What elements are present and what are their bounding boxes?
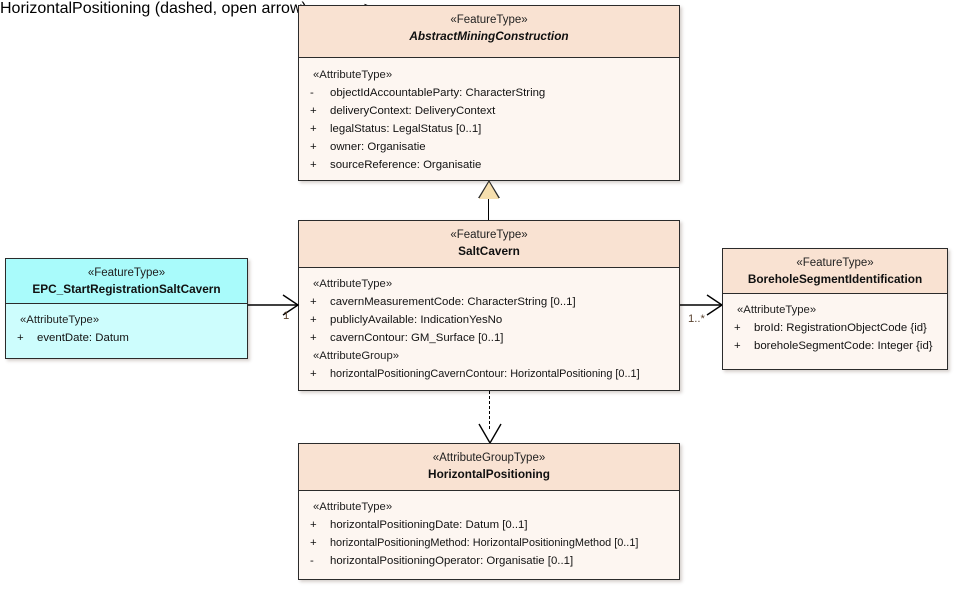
attribute-label: legalStatus: LegalStatus [0..1] [330,123,482,135]
class-stereotype: «AttributeGroupType» [432,452,546,464]
class-box-horizontal-positioning[interactable]: «AttributeGroupType» HorizontalPositioni… [298,443,680,580]
class-attributes-compartment: «AttributeType» + eventDate: Datum [6,304,247,353]
attribute-row[interactable]: - horizontalPositioningOperator: Organis… [304,552,674,570]
attribute-label: deliveryContext: DeliveryContext [330,105,496,117]
class-box-salt-cavern[interactable]: «FeatureType» SaltCavern «AttributeType»… [298,220,680,391]
visibility-marker: - [310,555,314,567]
attribute-group-stereotype: «AttributeGroup» [313,350,400,362]
class-header-horizontal-positioning: «AttributeGroupType» HorizontalPositioni… [299,444,679,491]
visibility-marker: + [17,332,24,344]
visibility-marker: + [734,340,741,352]
attribute-row[interactable]: + eventDate: Datum [11,329,242,347]
class-header-salt-cavern: «FeatureType» SaltCavern [299,221,679,268]
visibility-marker: + [310,537,317,549]
visibility-marker: + [310,105,317,117]
visibility-marker: + [310,296,317,308]
attribute-row[interactable]: - objectIdAccountableParty: CharacterStr… [304,84,674,102]
class-stereotype: «FeatureType» [796,257,874,269]
visibility-marker: + [734,322,741,334]
class-attributes-compartment: «AttributeType» - objectIdAccountablePar… [299,58,679,180]
attribute-row[interactable]: + broId: RegistrationObjectCode {id} [728,319,942,337]
generalization-connector-line [488,198,490,221]
attribute-row[interactable]: + deliveryContext: DeliveryContext [304,102,674,120]
class-name: AbstractMiningConstruction [409,29,569,43]
class-name: EPC_StartRegistrationSaltCavern [32,282,221,296]
attribute-row[interactable]: + publiclyAvailable: IndicationYesNo [304,311,674,329]
attribute-label: horizontalPositioningCavernContour: Hori… [330,368,640,380]
class-stereotype: «FeatureType» [87,267,166,279]
attribute-label: horizontalPositioningDate: Datum [0..1] [330,519,528,531]
visibility-marker: + [310,332,317,344]
class-name: HorizontalPositioning [428,467,550,481]
attribute-label: publiclyAvailable: IndicationYesNo [330,314,503,326]
class-attributes-compartment: «AttributeType» + broId: RegistrationObj… [723,294,947,361]
visibility-marker: + [310,519,317,531]
generalization-arrowhead [479,182,499,199]
visibility-marker: - [310,87,314,99]
class-header-epc-start-registration-salt-cavern: «FeatureType» EPC_StartRegistrationSaltC… [6,259,247,304]
class-stereotype: «FeatureType» [450,14,528,26]
attribute-row[interactable]: + boreholeSegmentCode: Integer {id} [728,337,942,355]
visibility-marker: + [310,314,317,326]
class-header-abstract-mining-construction: «FeatureType» AbstractMiningConstruction [299,6,679,58]
class-attributes-compartment: «AttributeType» + cavernMeasurementCode:… [299,268,679,389]
attribute-label: sourceReference: Organisatie [330,159,482,171]
attribute-label: horizontalPositioningMethod: HorizontalP… [330,537,639,549]
class-name: SaltCavern [458,244,520,258]
attribute-group-stereotype: «AttributeType» [313,69,393,81]
attribute-row[interactable]: + sourceReference: Organisatie [304,156,674,174]
visibility-marker: + [310,159,317,171]
attribute-group-stereotype: «AttributeType» [20,314,100,326]
visibility-marker: + [310,141,317,153]
class-box-abstract-mining-construction[interactable]: «FeatureType» AbstractMiningConstruction… [298,5,680,181]
visibility-marker: + [310,123,317,135]
association-connector-epc-to-saltcavern [248,294,300,316]
class-header-borehole-segment-identification: «FeatureType» BoreholeSegmentIdentificat… [723,249,947,294]
attribute-row[interactable]: + cavernContour: GM_Surface [0..1] [304,329,674,347]
attribute-row[interactable]: + horizontalPositioningCavernContour: Ho… [304,365,674,383]
attribute-row[interactable]: + legalStatus: LegalStatus [0..1] [304,120,674,138]
attribute-row[interactable]: + horizontalPositioningMethod: Horizonta… [304,534,674,552]
class-stereotype: «FeatureType» [450,229,528,241]
attribute-label: horizontalPositioningOperator: Organisat… [330,555,574,567]
attribute-label: boreholeSegmentCode: Integer {id} [754,340,933,352]
class-box-epc-start-registration-salt-cavern[interactable]: «FeatureType» EPC_StartRegistrationSaltC… [5,258,248,359]
attribute-group-stereotype: «AttributeType» [737,304,817,316]
attribute-label: broId: RegistrationObjectCode {id} [754,322,927,334]
multiplicity-label-1: 1 [283,310,290,322]
attribute-row[interactable]: + cavernMeasurementCode: CharacterString… [304,293,674,311]
multiplicity-label-1-star: 1..* [688,313,705,325]
attribute-group-stereotype: «AttributeType» [313,278,393,290]
attribute-label: owner: Organisatie [330,141,426,153]
attribute-label: eventDate: Datum [37,332,129,344]
attribute-label: cavernMeasurementCode: CharacterString [… [330,296,576,308]
dependency-connector-line [489,391,490,429]
class-name: BoreholeSegmentIdentification [747,272,923,286]
class-attributes-compartment: «AttributeType» + horizontalPositioningD… [299,491,679,576]
class-box-borehole-segment-identification[interactable]: «FeatureType» BoreholeSegmentIdentificat… [722,248,948,370]
attribute-row[interactable]: + owner: Organisatie [304,138,674,156]
attribute-label: objectIdAccountableParty: CharacterStrin… [330,87,546,99]
visibility-marker: + [310,368,317,380]
attribute-label: cavernContour: GM_Surface [0..1] [330,332,504,344]
attribute-group-stereotype: «AttributeType» [313,501,393,513]
attribute-row[interactable]: + horizontalPositioningDate: Datum [0..1… [304,516,674,534]
